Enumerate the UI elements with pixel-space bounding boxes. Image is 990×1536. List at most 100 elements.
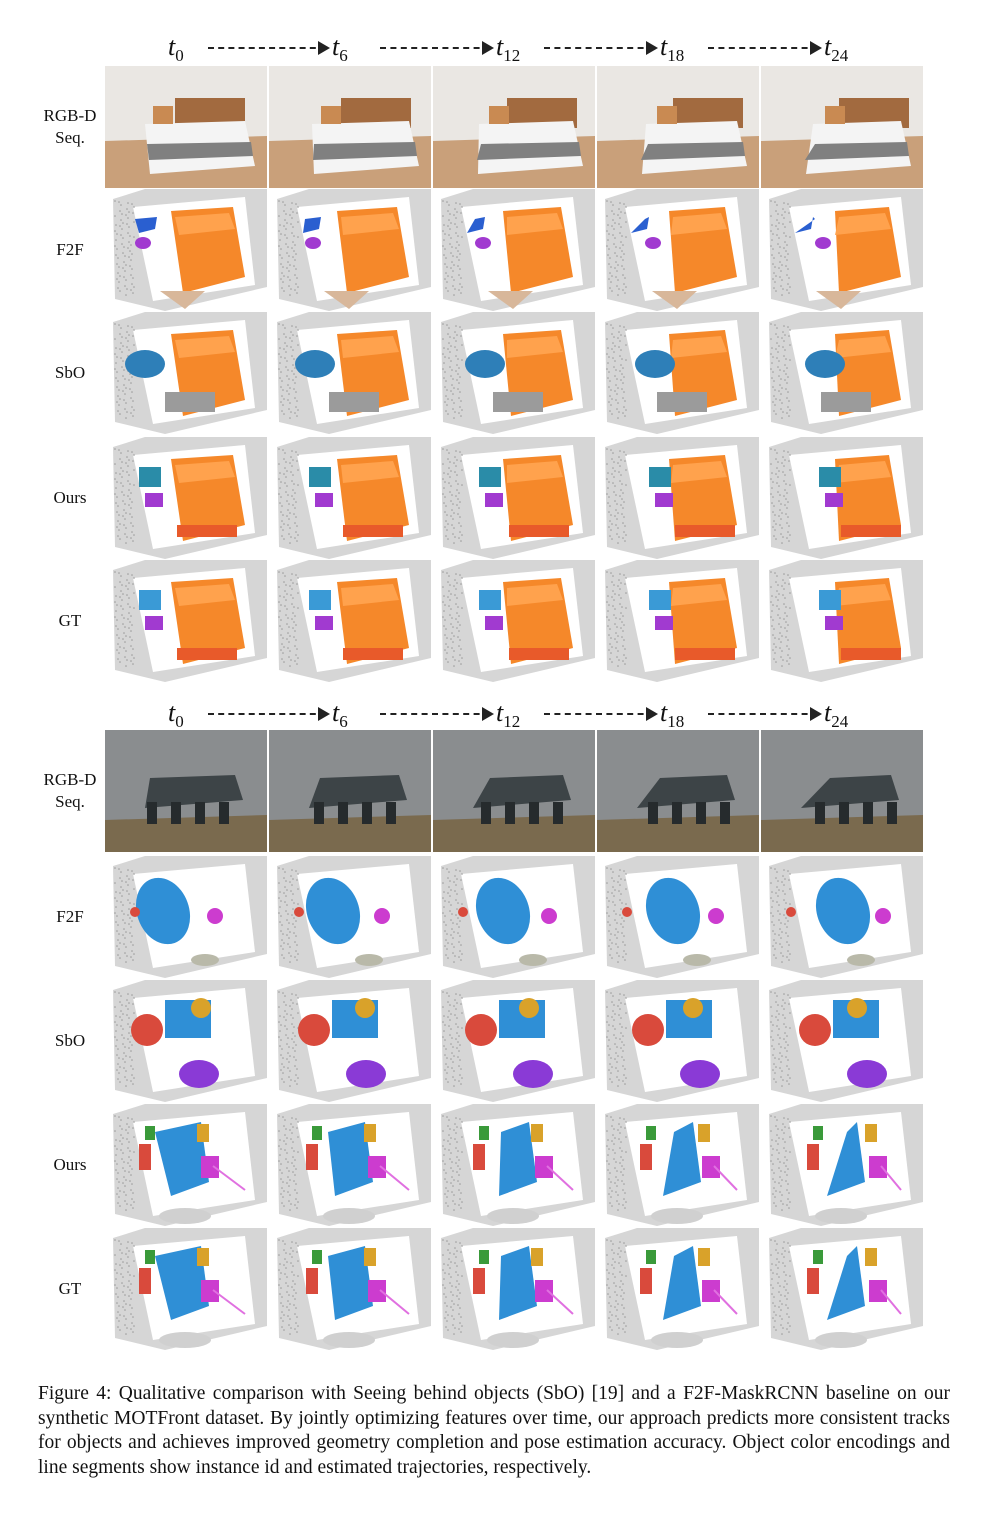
scene-frame-graphic: [597, 730, 759, 852]
time-step-label: t0: [168, 32, 184, 66]
chair-point-cloud: [847, 954, 875, 966]
chair-reconstruction: [458, 907, 468, 917]
row-gt-dining: GT: [0, 1228, 990, 1350]
table-reconstruction: [475, 877, 531, 945]
chair-reconstruction: [131, 1014, 163, 1046]
dashed-arrow-icon: [380, 707, 494, 721]
nightstand-reconstruction: [139, 590, 161, 610]
chair-reconstruction: [306, 1144, 318, 1170]
chair-reconstruction: [475, 237, 491, 249]
bed-pillows: [507, 336, 563, 358]
chair-reconstruction: [130, 907, 140, 917]
scene-frame-graphic: [761, 1104, 923, 1226]
scene-frame-image: [269, 1104, 431, 1226]
bed-pillows: [507, 213, 563, 235]
scene-frame-image: [433, 66, 595, 188]
scene-frame-graphic: [433, 437, 595, 559]
row-sbo-dining: SbO: [0, 980, 990, 1102]
bed-pillows: [671, 213, 727, 235]
chair-reconstruction: [479, 1250, 489, 1264]
dining-table: [473, 775, 571, 808]
trajectory-line: [713, 1165, 738, 1191]
scene-frame-image: [433, 437, 595, 559]
table-reconstruction: [328, 1122, 373, 1196]
scene-frame-graphic: [761, 312, 923, 434]
time-step-label: t24: [824, 698, 849, 732]
scene-frame-image: [105, 856, 267, 978]
nightstand: [489, 106, 509, 124]
table-reconstruction: [499, 1122, 537, 1196]
bed-frame: [675, 525, 735, 537]
scene-frame-graphic: [105, 1104, 267, 1226]
scene-frame-graphic: [433, 1104, 595, 1226]
scene-frame-graphic: [105, 1228, 267, 1350]
table-reconstruction: [815, 877, 871, 945]
chair-reconstruction: [312, 1126, 322, 1140]
scene-frame-image: [105, 66, 267, 188]
nightstand-reconstruction: [467, 217, 485, 233]
nightstand-reconstruction: [819, 590, 841, 610]
scene-frame-image: [105, 437, 267, 559]
chair-reconstruction: [799, 1014, 831, 1046]
chair-point-cloud: [191, 954, 219, 966]
chair-reconstruction: [465, 1014, 497, 1046]
scene-frame-graphic: [269, 66, 431, 188]
scene-frame-image: [433, 1228, 595, 1350]
nightstand-reconstruction: [309, 467, 331, 487]
scene-frame-graphic: [597, 437, 759, 559]
table-reconstruction: [328, 1246, 373, 1320]
chair-reconstruction: [368, 1156, 386, 1178]
scene-frame-image: [761, 66, 923, 188]
chair-reconstruction: [135, 237, 151, 249]
chair-reconstruction: [535, 1280, 553, 1302]
dining-chair: [338, 802, 348, 824]
scene-frame-graphic: [597, 980, 759, 1102]
chair-reconstruction: [698, 1248, 710, 1266]
chair-reconstruction: [875, 908, 891, 924]
scene-frame-image: [597, 1104, 759, 1226]
chair-reconstruction: [355, 998, 375, 1018]
nightstand-reconstruction: [139, 467, 161, 487]
chair-reconstruction: [646, 1126, 656, 1140]
chair-reconstruction: [485, 616, 503, 630]
bed-point-cloud: [329, 392, 379, 412]
scene-frame-image: [105, 730, 267, 852]
time-step-label: t18: [660, 698, 685, 732]
chair-reconstruction: [702, 1280, 720, 1302]
floor-point-cloud: [159, 1208, 211, 1224]
bed-runner: [147, 142, 253, 160]
scene-frame-image: [433, 560, 595, 682]
scene-frame-image: [105, 189, 267, 311]
bed-frame: [841, 525, 901, 537]
scene-frame-image: [433, 856, 595, 978]
floor-point-cloud: [323, 1208, 375, 1224]
dining-chair: [815, 802, 825, 824]
scene-frame-image: [597, 437, 759, 559]
bed-frame: [177, 525, 237, 537]
table-reconstruction: [663, 1246, 701, 1320]
chair-reconstruction: [825, 616, 843, 630]
floor-shadow: [160, 291, 205, 309]
trajectory-line: [212, 1165, 246, 1191]
scene-frame-image: [269, 980, 431, 1102]
chair-reconstruction: [197, 1124, 209, 1142]
trajectory-line: [546, 1289, 574, 1315]
chair-point-cloud: [519, 954, 547, 966]
scene-frame-graphic: [105, 189, 267, 311]
scene-frame-image: [433, 980, 595, 1102]
scene-frame-graphic: [105, 560, 267, 682]
dining-chair: [553, 802, 563, 824]
floor: [597, 815, 759, 852]
scene-frame-graphic: [269, 1228, 431, 1350]
row-sbo-bedroom: SbO: [0, 312, 990, 434]
bed-pillows: [175, 213, 235, 235]
nightstand-reconstruction: [295, 350, 335, 378]
chair-reconstruction: [847, 998, 867, 1018]
table-reconstruction: [827, 1122, 865, 1196]
floor-point-cloud: [815, 1208, 867, 1224]
chair-reconstruction: [294, 907, 304, 917]
chair-reconstruction: [869, 1280, 887, 1302]
scene-frame-graphic: [761, 1228, 923, 1350]
chair-reconstruction: [708, 908, 724, 924]
chair-point-cloud: [683, 954, 711, 966]
